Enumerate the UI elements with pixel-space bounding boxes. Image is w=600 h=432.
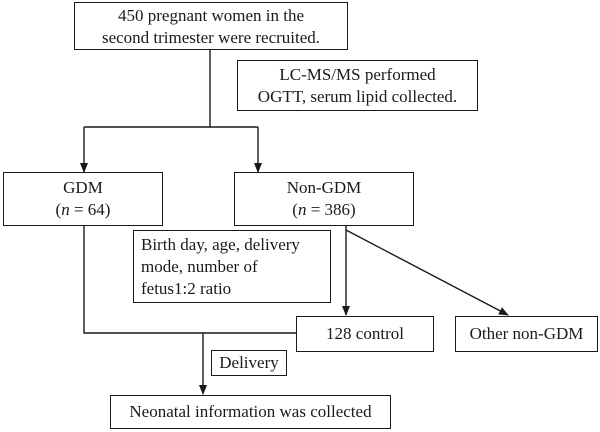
gdm-box: GDM (n = 64) xyxy=(3,172,163,226)
control-box: 128 control xyxy=(296,316,434,352)
neonatal-box: Neonatal information was collected xyxy=(110,395,391,429)
control-label: 128 control xyxy=(326,324,404,343)
other-non-gdm-label: Other non-GDM xyxy=(469,324,584,343)
recruitment-line-2: second trimester were recruited. xyxy=(101,28,321,47)
procedures-box: LC-MS/MS performed OGTT, serum lipid col… xyxy=(237,60,478,111)
gdm-count-value: = 64) xyxy=(69,200,111,219)
recruitment-line-1: 450 pregnant women in the xyxy=(117,6,304,25)
gdm-count: (n = 64) xyxy=(55,200,111,219)
procedures-line-2: OGTT, serum lipid collected. xyxy=(257,87,458,106)
matching-line-1: Birth day, age, delivery xyxy=(141,235,300,254)
arrow-to-other-non-gdm xyxy=(345,229,509,316)
non-gdm-label: Non-GDM xyxy=(286,178,362,197)
recruitment-box: 450 pregnant women in the second trimest… xyxy=(74,2,348,50)
gdm-label: GDM xyxy=(63,178,103,197)
non-gdm-count-variable: n xyxy=(297,200,307,219)
procedures-line-1: LC-MS/MS performed xyxy=(279,65,436,84)
other-non-gdm-box: Other non-GDM xyxy=(455,316,598,352)
non-gdm-box: Non-GDM (n = 386) xyxy=(234,172,414,226)
delivery-box: Delivery xyxy=(211,350,287,376)
matching-line-2: mode, number of xyxy=(141,257,258,276)
matching-criteria-box: Birth day, age, delivery mode, number of… xyxy=(133,230,331,303)
matching-line-3: fetus1:2 ratio xyxy=(141,279,232,298)
neonatal-label: Neonatal information was collected xyxy=(129,402,372,421)
gdm-merge-line xyxy=(83,226,296,334)
delivery-label: Delivery xyxy=(219,353,279,372)
non-gdm-count: (n = 386) xyxy=(292,200,356,219)
gdm-count-variable: n xyxy=(61,200,70,219)
non-gdm-count-value: = 386) xyxy=(306,200,356,219)
